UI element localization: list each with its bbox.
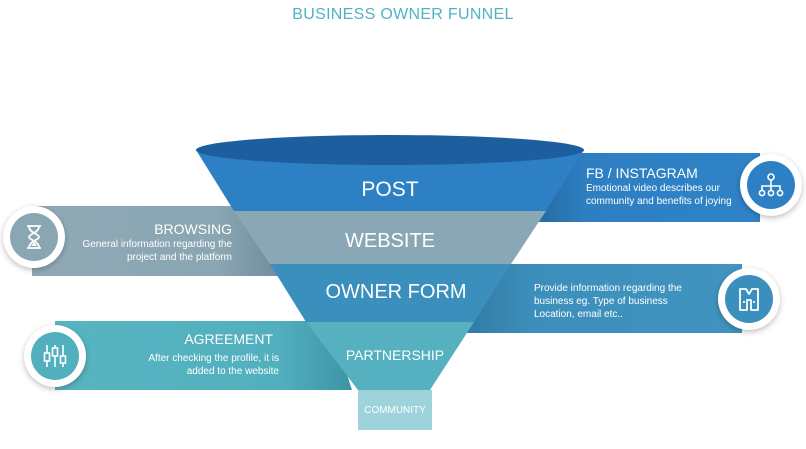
funnel-community-segment — [358, 390, 432, 430]
owner-info-card-desc-1: Provide information regarding the — [534, 283, 682, 294]
agreement-card-desc-2: added to the website — [186, 366, 279, 377]
funnel-label-community: COMMUNITY — [364, 405, 426, 416]
owner-info-card-desc-3: Location, email etc.. — [534, 309, 623, 320]
funnel-website-segment — [234, 211, 546, 264]
fb-instagram-card-desc-1: Emotional video describes our — [586, 183, 720, 194]
agreement-icon-badge — [24, 325, 86, 387]
agreement-card-desc-1: After checking the profile, it is — [148, 353, 279, 364]
fb-instagram-card-title: FB / INSTAGRAM — [586, 165, 698, 181]
browsing-card-desc-1: General information regarding the — [82, 239, 232, 250]
agreement-card-bg — [55, 321, 352, 390]
funnel-label-website: WEBSITE — [344, 230, 435, 252]
tool-vest-icon — [739, 288, 759, 311]
funnel-label-post: POST — [361, 178, 419, 201]
agreement-card-title: AGREEMENT — [184, 331, 273, 347]
fb-instagram-card-desc-2: community and benefits of joying — [586, 196, 732, 207]
browsing-card-title: BROWSING — [154, 221, 232, 237]
candlestick-icon — [43, 345, 67, 367]
funnel-top-rim — [196, 135, 584, 165]
diagram-title: BUSINESS OWNER FUNNEL — [292, 6, 514, 23]
owner-info-card-bg — [462, 264, 742, 333]
funnel-label-partnership: PARTNERSHIP — [345, 347, 445, 363]
browsing-card-bg — [32, 206, 280, 276]
funnel-label-owner-form: OWNER FORM — [325, 281, 467, 303]
owner-info-card-desc-2: business eg. Type of business — [534, 296, 668, 307]
funnel-owner-form-segment — [270, 264, 511, 322]
hourglass-icon — [27, 225, 41, 249]
funnel-partnership-segment — [306, 322, 474, 390]
fb-instagram-card-bg — [530, 153, 760, 222]
network-hierarchy-icon — [758, 173, 784, 197]
fb-instagram-icon-badge — [740, 154, 802, 216]
owner-info-icon-badge — [718, 268, 780, 330]
browsing-card-desc-2: project and the platform — [126, 252, 232, 263]
funnel-post-segment — [196, 150, 584, 211]
browsing-icon-badge — [3, 206, 65, 268]
